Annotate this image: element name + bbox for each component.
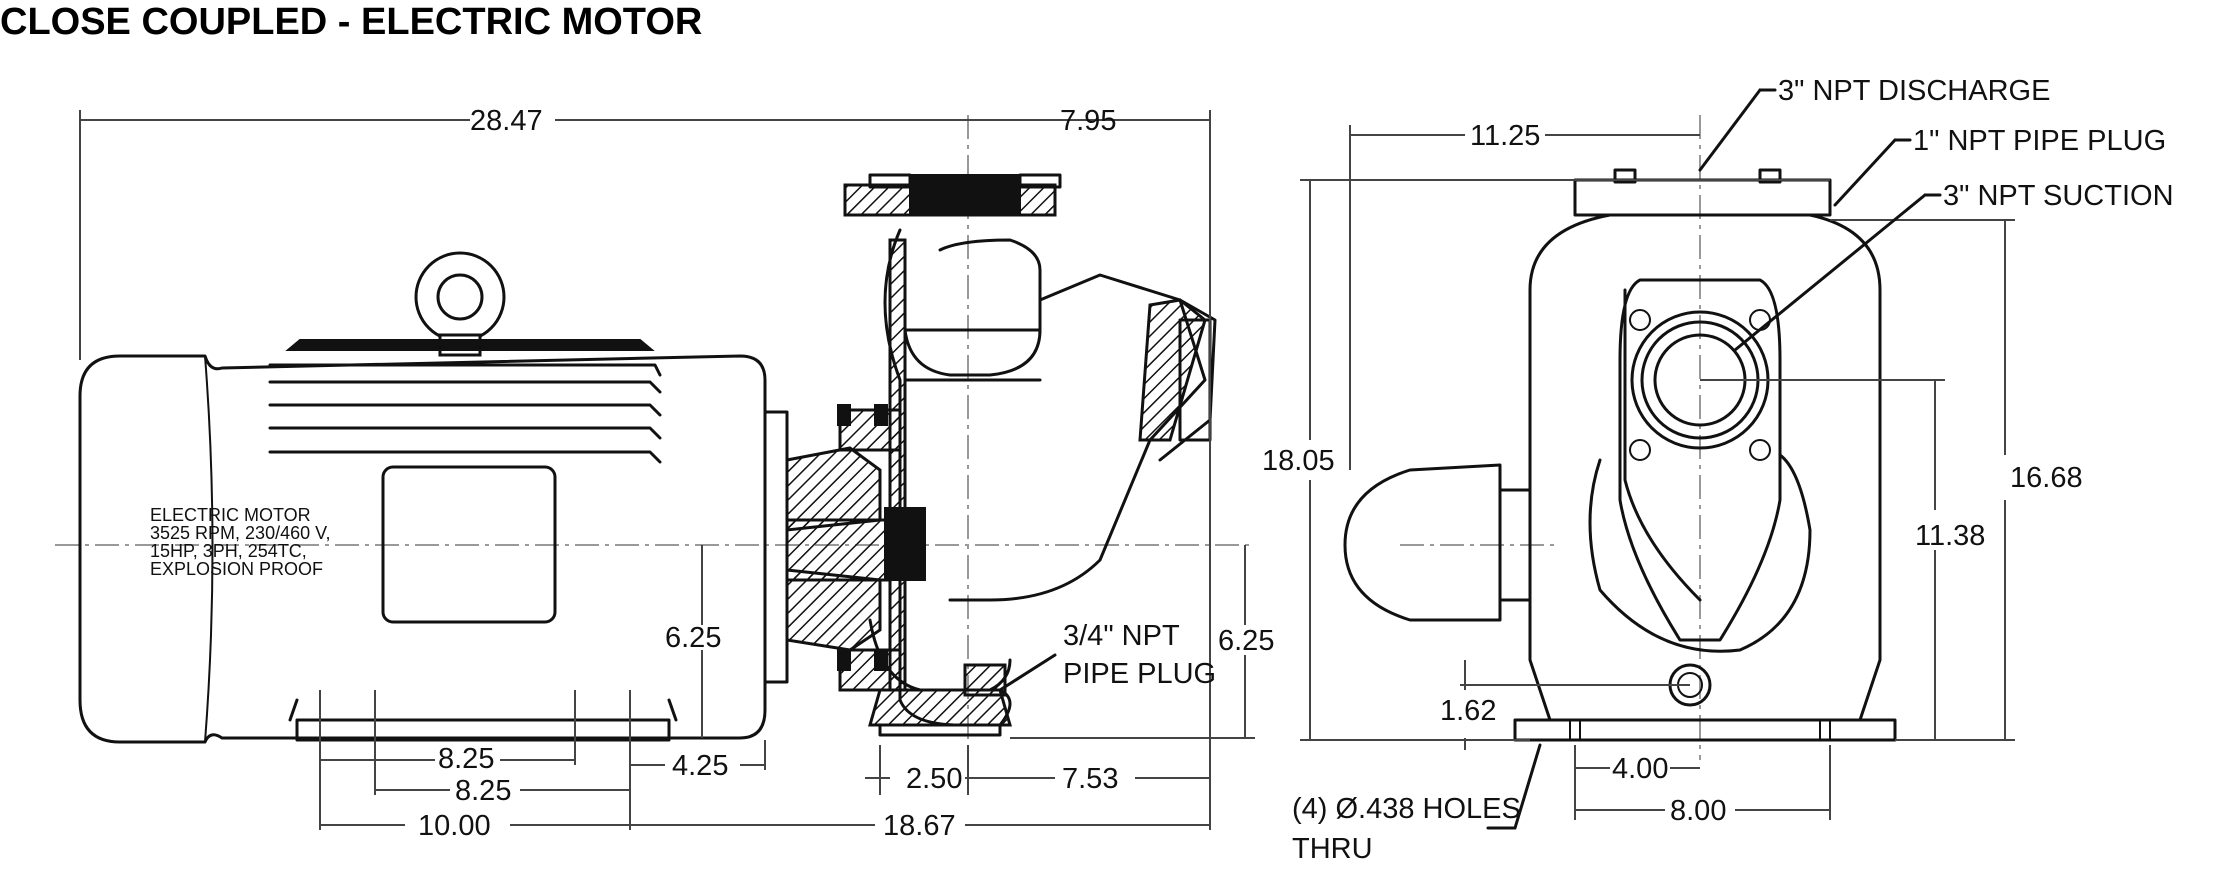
pump-section <box>785 173 1217 737</box>
dim-pump-shaft-height: 6.25 <box>1218 625 1274 657</box>
page-title: CLOSE COUPLED - ELECTRIC MOTOR <box>0 1 702 43</box>
electric-motor <box>78 251 789 744</box>
pump-end-body <box>1343 168 1897 742</box>
dim-shaft-height: 6.25 <box>665 622 721 654</box>
label-pipe-plug-2: PIPE PLUG <box>1063 658 1216 690</box>
label-pipe-plug: 1" NPT PIPE PLUG <box>1913 125 2166 157</box>
dim-overall-height: 18.05 <box>1262 445 1335 477</box>
side-view: ELECTRIC MOTOR 3525 RPM, 230/460 V, 15HP… <box>55 105 1274 842</box>
side-dimensions: 28.47 7.95 6.25 6.25 3/4" NPT PIPE PLUG <box>79 105 1274 842</box>
motor-note-line-1: ELECTRIC MOTOR <box>150 505 311 525</box>
label-holes-1: (4) Ø.438 HOLES <box>1292 793 1521 825</box>
end-dimensions: 11.25 18.05 16.68 11.38 1.62 <box>1262 75 2174 865</box>
dim-total-base: 18.67 <box>883 810 956 842</box>
motor-note-line-4: EXPLOSION PROOF <box>150 559 323 579</box>
dim-center-height: 11.38 <box>1915 520 1985 552</box>
dim-bolt-half: 4.00 <box>1612 753 1668 785</box>
dim-pump-base: 7.53 <box>1062 763 1118 795</box>
dim-foot-spacing-b: 8.25 <box>455 775 511 807</box>
dim-motor-overhang: 4.25 <box>672 750 728 782</box>
dim-overall-length: 28.47 <box>470 105 543 137</box>
dim-pump-foot: 2.50 <box>906 763 962 795</box>
motor-note-line-3: 15HP, 3PH, 254TC, <box>150 541 307 561</box>
dim-bolt-full: 8.00 <box>1670 795 1726 827</box>
end-view: 11.25 18.05 16.68 11.38 1.62 <box>1262 75 2174 865</box>
dim-base-length: 10.00 <box>418 810 491 842</box>
motor-note-line-2: 3525 RPM, 230/460 V, <box>150 523 330 543</box>
label-suction: 3" NPT SUCTION <box>1943 180 2174 212</box>
dim-suction-height: 16.68 <box>2010 462 2083 494</box>
dim-drain-height: 1.62 <box>1440 695 1496 727</box>
dim-discharge-offset: 7.95 <box>1060 105 1116 137</box>
label-holes-2: THRU <box>1292 833 1373 865</box>
label-pipe-plug-1: 3/4" NPT <box>1063 620 1180 652</box>
dim-width-top: 11.25 <box>1470 120 1540 152</box>
label-discharge: 3" NPT DISCHARGE <box>1778 75 2050 107</box>
dim-foot-spacing-a: 8.25 <box>438 743 494 775</box>
